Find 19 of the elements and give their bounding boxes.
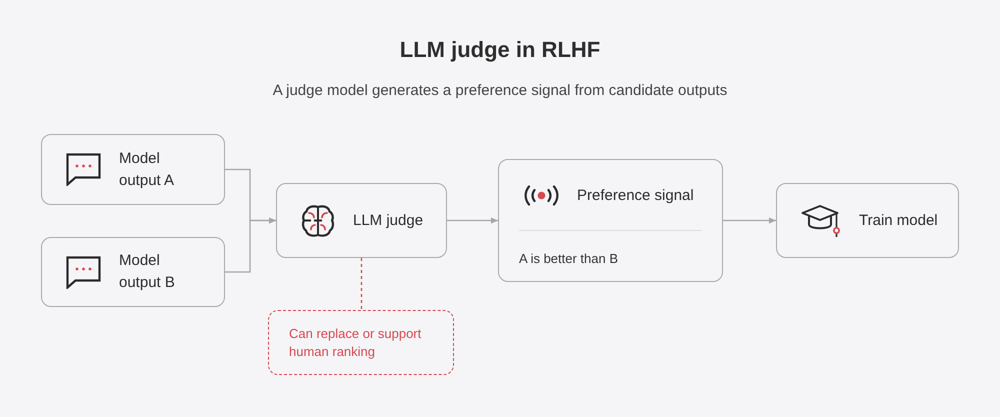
- node-description: A is better than B: [519, 250, 620, 267]
- arrow: [723, 217, 776, 224]
- arrow: [225, 217, 276, 273]
- node-label: LLM judge: [353, 210, 424, 230]
- note-box: [268, 310, 454, 375]
- node-label: Train model: [859, 210, 938, 230]
- arrow: [447, 217, 498, 224]
- node-label: Preference signal: [577, 186, 694, 204]
- process-box: [41, 237, 225, 307]
- dashed-connector-line: [360, 258, 362, 310]
- process-box: [276, 183, 447, 258]
- diagram-title: LLM judge in RLHF: [400, 36, 600, 64]
- subtitle: A judge model generates a preference signal from candidate outputs: [272, 81, 728, 101]
- node-label: Model output A: [119, 148, 176, 190]
- process-box: [776, 183, 959, 258]
- process-box: [41, 134, 225, 205]
- process-box: [498, 159, 723, 282]
- node-label: Model output B: [119, 251, 176, 293]
- note-text: Can replace or support human ranking: [289, 324, 422, 360]
